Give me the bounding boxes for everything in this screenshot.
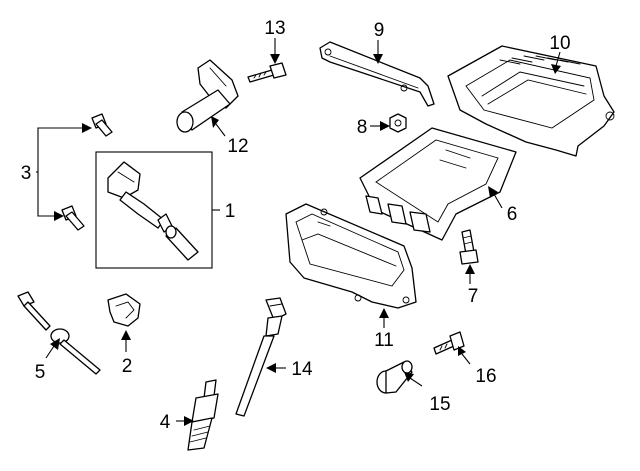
callout-2: 2 [122,356,133,377]
part-14-sensor [235,297,287,417]
callout-3: 3 [21,163,32,184]
callout-11: 11 [374,330,394,351]
part-11-case [285,203,417,309]
callout-7: 7 [468,286,479,307]
callout-1: 1 [225,201,236,222]
part-15-connector [376,360,413,394]
callout-6: 6 [507,204,518,225]
callout-12: 12 [227,136,248,157]
callout-14: 14 [291,359,313,380]
part-7-bolt [459,229,479,265]
callout-4: 4 [160,412,171,433]
part-4-spark-plug [187,379,219,451]
part-10-cover [447,45,615,157]
callout-9: 9 [374,20,385,41]
callout-5: 5 [35,362,46,383]
part-5-sensor [17,291,101,375]
part-2-clip [107,293,141,327]
part-12-sensor [176,59,239,133]
part-9-bracket [319,41,435,107]
callout-16: 16 [475,366,496,387]
callout-8: 8 [357,117,368,138]
callout-10: 10 [549,33,570,54]
part-6-module [359,127,517,241]
callout-leaders [36,38,561,426]
part-8-nut [389,113,407,133]
part-16-bolt [433,331,465,355]
callout-15: 15 [429,394,450,415]
callout-13: 13 [264,18,285,39]
part-1-ignition-coil [95,151,213,269]
callout-labels: 13 12 9 10 8 6 7 11 3 1 5 2 14 4 15 16 [21,18,571,433]
part-13-bolt [247,62,287,83]
part-3-screws [61,113,113,231]
